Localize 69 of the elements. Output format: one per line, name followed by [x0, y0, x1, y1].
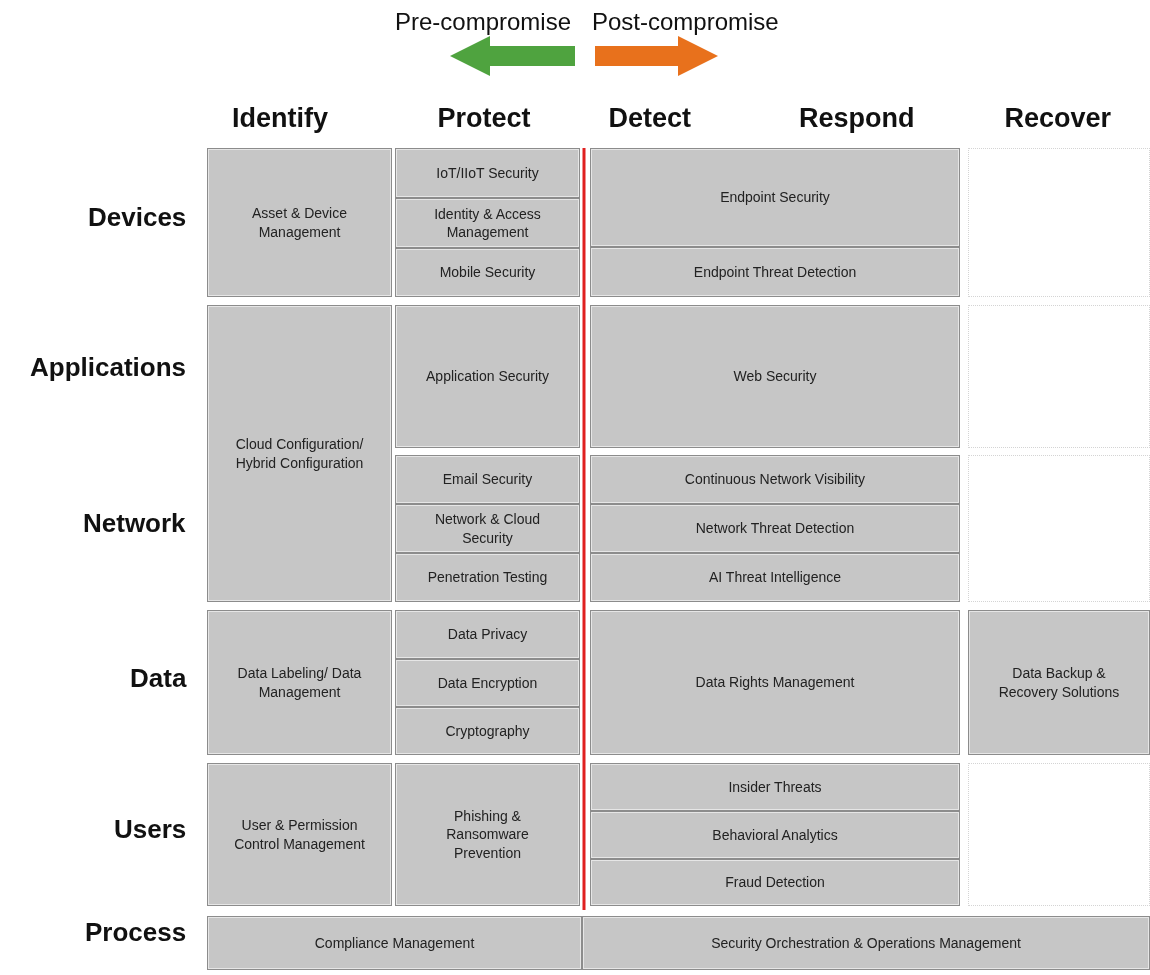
box-text: Email Security — [442, 470, 533, 489]
box-text: Mobile Security — [439, 263, 536, 282]
box-text: User & Permission Control Management — [233, 816, 366, 853]
box-text: Network Threat Detection — [695, 519, 855, 538]
category-box — [590, 811, 960, 859]
category-box — [395, 763, 580, 906]
category-box — [590, 610, 960, 755]
category-box — [395, 659, 580, 707]
box-text: Insider Threats — [728, 777, 822, 797]
category-box — [590, 148, 960, 247]
category-box — [395, 148, 580, 198]
row-header: Data — [130, 663, 187, 694]
box-text: Fraud Detection — [725, 873, 825, 892]
category-box — [968, 610, 1150, 755]
box-text: Phishing & Ransomware Prevention — [445, 807, 530, 862]
category-box — [590, 247, 960, 297]
box-text: Web Security — [733, 367, 817, 386]
category-box — [207, 763, 392, 906]
category-box — [590, 763, 960, 811]
category-box — [395, 504, 580, 553]
box-text: Security Orchestration & Operations Management — [711, 933, 1021, 953]
box-text: Continuous Network Visibility — [684, 470, 866, 489]
box-text: Endpoint Threat Detection — [693, 262, 857, 282]
phase-label: Pre-compromise — [395, 8, 572, 36]
category-box — [590, 553, 960, 602]
box-text: Identity & Access Management — [433, 204, 542, 242]
box-text: Network & Cloud Security — [433, 510, 541, 547]
box-text: Data Encryption — [437, 673, 538, 693]
category-box — [395, 248, 580, 297]
column-header: Identify — [232, 103, 328, 134]
column-header: Respond — [799, 103, 915, 134]
box-text: IoT/IIoT Security — [436, 163, 539, 183]
box-text: Data Backup & Recovery Solutions — [997, 664, 1121, 701]
category-box — [582, 916, 1150, 970]
category-box — [395, 198, 580, 248]
row-header: Applications — [30, 352, 186, 383]
category-box — [395, 305, 580, 448]
row-header: Devices — [88, 202, 187, 233]
box-text: Compliance Management — [314, 933, 475, 953]
column-header: Recover — [1004, 103, 1112, 134]
category-box — [207, 610, 392, 755]
category-box — [590, 859, 960, 906]
box-text: Data Rights Management — [695, 673, 855, 692]
box-text: Asset & Device Management — [251, 204, 348, 241]
box-text: Penetration Testing — [427, 568, 548, 587]
row-header: Network — [83, 508, 186, 539]
row-header: Process — [85, 917, 187, 948]
box-text: Application Security — [426, 367, 549, 386]
category-box — [207, 148, 392, 297]
phase-label: Post-compromise — [592, 8, 779, 36]
box-text: Data Labeling/ Data Management — [236, 664, 363, 701]
column-header: Protect — [437, 103, 531, 134]
category-box — [207, 916, 582, 970]
box-text: Cryptography — [445, 721, 530, 741]
category-box — [590, 305, 960, 448]
row-header: Users — [114, 814, 187, 845]
box-text: Behavioral Analytics — [712, 825, 838, 845]
box-text: Data Privacy — [447, 625, 528, 644]
category-box — [207, 305, 392, 602]
category-box — [395, 553, 580, 602]
category-box — [395, 455, 580, 504]
box-text: AI Threat Intelligence — [708, 568, 841, 587]
column-header: Detect — [608, 103, 692, 134]
category-box — [395, 707, 580, 755]
category-box — [395, 610, 580, 659]
box-text: Cloud Configuration/ Hybrid Configuration — [234, 435, 365, 472]
box-text: Endpoint Security — [720, 188, 830, 207]
category-box — [590, 504, 960, 553]
category-box — [590, 455, 960, 504]
